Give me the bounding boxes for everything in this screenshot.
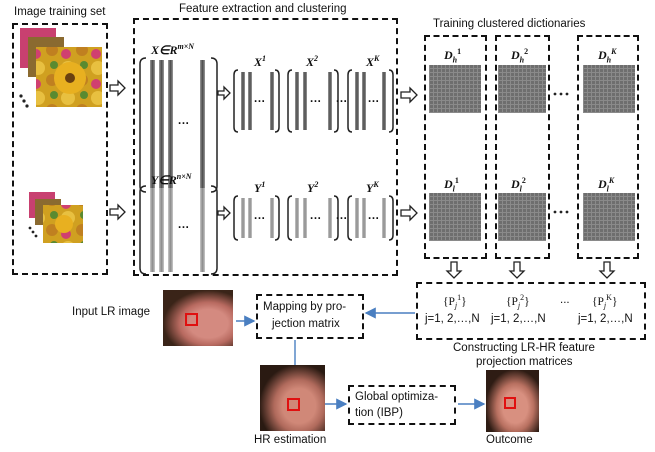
x2-dots: ··· bbox=[310, 96, 322, 108]
projection-range-1: j=1, 2,…,N bbox=[425, 313, 480, 325]
yk-label: YK bbox=[366, 180, 379, 195]
dict-column-1 bbox=[424, 35, 487, 259]
dictionary-h-1 bbox=[429, 65, 481, 113]
y-main-label: Y∈Rn×N bbox=[151, 172, 192, 187]
y-between-dots: ··· bbox=[336, 213, 348, 225]
projection-matrices-box bbox=[416, 282, 646, 340]
dictionary-l-k bbox=[583, 193, 635, 241]
block-arrows bbox=[109, 79, 616, 279]
arrow-to-dicts-bottom bbox=[400, 204, 418, 222]
xk-dots: ··· bbox=[368, 96, 380, 108]
global-label-line1: Global optimiza- bbox=[355, 391, 439, 403]
input-lr-highlight bbox=[185, 313, 198, 326]
x2-label: X2 bbox=[306, 54, 319, 69]
x-main-label: X∈Rm×N bbox=[151, 42, 195, 57]
projection-pk: {PjK} bbox=[592, 293, 618, 311]
flow-connectors bbox=[236, 307, 486, 410]
x-between-dots: ··· bbox=[336, 96, 348, 108]
arrow-x-split bbox=[217, 85, 231, 101]
arrow-down-2 bbox=[508, 261, 526, 279]
mapping-label-line1: Mapping by pro- bbox=[263, 301, 347, 313]
dictionary-h-2 bbox=[498, 65, 546, 113]
input-lr-label: Input LR image bbox=[72, 306, 150, 318]
projection-caption-line1: Constructing LR-HR feature bbox=[453, 342, 595, 354]
training-set-box bbox=[12, 23, 108, 275]
arrow-down-1 bbox=[445, 261, 463, 279]
global-label-line2: tion (IBP) bbox=[355, 407, 403, 419]
arrow-to-features-top bbox=[109, 79, 126, 97]
y-matrix-main bbox=[139, 185, 218, 275]
dict-column-k bbox=[577, 35, 639, 259]
x1-dots: ··· bbox=[254, 96, 266, 108]
xk-label: XK bbox=[366, 54, 380, 69]
arrow-y-split bbox=[217, 205, 231, 221]
arrow-to-dicts-top bbox=[400, 86, 418, 104]
x-submatrices bbox=[233, 69, 394, 133]
mapping-label-line2: jection matrix bbox=[272, 318, 340, 330]
mapping-box bbox=[256, 294, 364, 339]
outcome-highlight bbox=[504, 397, 516, 409]
y1-dots: ··· bbox=[254, 213, 266, 225]
y-main-dots: ··· bbox=[178, 222, 190, 234]
dh2-label: Dh2 bbox=[511, 47, 529, 65]
outcome-label: Outcome bbox=[486, 434, 533, 446]
projection-p2: {Pj2} bbox=[506, 293, 530, 311]
y1-label: Y1 bbox=[254, 180, 266, 195]
dictionaries-title: Training clustered dictionaries bbox=[433, 18, 586, 30]
feature-extraction-box bbox=[133, 18, 398, 276]
arrow-down-k bbox=[598, 261, 616, 279]
training-lr-images bbox=[29, 192, 83, 243]
global-optimization-box bbox=[348, 385, 456, 425]
projection-caption-line2: projection matrices bbox=[476, 356, 573, 368]
hr-estimation-highlight bbox=[287, 398, 300, 411]
x-main-dots: ··· bbox=[178, 118, 190, 130]
dict-ellipsis-dots bbox=[19, 92, 569, 238]
y2-label: Y2 bbox=[307, 180, 319, 195]
dictionary-l-1 bbox=[429, 193, 481, 241]
projection-p1: {Pj1} bbox=[443, 293, 467, 311]
feature-extraction-title: Feature extraction and clustering bbox=[179, 3, 347, 15]
projection-range-2: j=1, 2,…,N bbox=[491, 313, 546, 325]
training-hr-images bbox=[20, 28, 102, 107]
projection-range-3: j=1, 2,…,N bbox=[578, 313, 633, 325]
hr-estimation-label: HR estimation bbox=[254, 434, 327, 446]
dictionary-l-2 bbox=[498, 193, 546, 241]
training-set-title: Image training set bbox=[14, 6, 106, 18]
y-submatrices bbox=[233, 195, 394, 241]
dictionary-h-k bbox=[583, 65, 635, 113]
input-lr-image bbox=[163, 290, 233, 346]
x-matrix-main bbox=[139, 57, 218, 193]
dl1-label: Dl1 bbox=[444, 176, 459, 194]
arrow-to-features-bottom bbox=[109, 203, 126, 221]
dhk-label: DhK bbox=[598, 47, 617, 65]
projection-ellipsis: ... bbox=[560, 294, 570, 306]
y2-dots: ··· bbox=[310, 213, 322, 225]
x1-label: X1 bbox=[254, 54, 267, 69]
dict-column-2 bbox=[495, 35, 550, 259]
dlk-label: DlK bbox=[598, 176, 615, 194]
yk-dots: ··· bbox=[368, 213, 380, 225]
outcome-image bbox=[486, 370, 539, 432]
dh1-label: Dh1 bbox=[444, 47, 462, 65]
dl2-label: Dl2 bbox=[511, 176, 526, 194]
